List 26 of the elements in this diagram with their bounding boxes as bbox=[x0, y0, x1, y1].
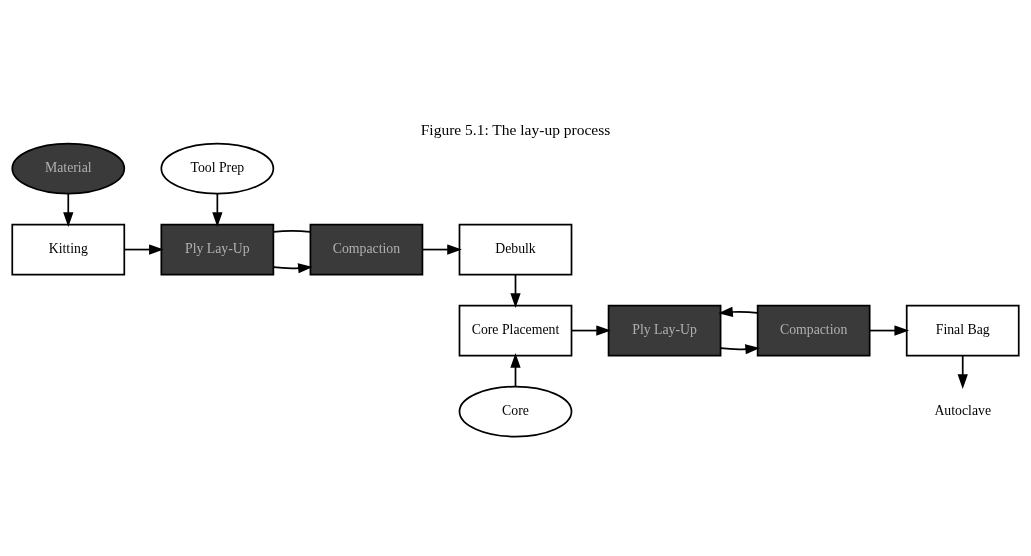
arrow bbox=[510, 273, 521, 308]
node-box: Compaction bbox=[309, 223, 424, 276]
node-box: Debulk bbox=[458, 223, 573, 276]
node-box: Core Placement bbox=[458, 304, 573, 357]
arrow bbox=[212, 192, 223, 227]
connector bbox=[272, 229, 312, 233]
arrow bbox=[570, 325, 611, 336]
arrow bbox=[123, 244, 164, 255]
node-ellipse: Material bbox=[11, 142, 126, 195]
diagram-title: Figure 5.1: The lay-up process bbox=[420, 121, 611, 139]
node-text: Autoclave bbox=[934, 402, 992, 418]
node-box: Kitting bbox=[11, 223, 126, 276]
node-ellipse: Tool Prep bbox=[160, 142, 275, 195]
arrow bbox=[63, 192, 74, 227]
node-box: Compaction bbox=[756, 304, 871, 357]
node-box: Final Bag bbox=[905, 304, 1020, 357]
node-box: Ply Lay-Up bbox=[607, 304, 722, 357]
arrow bbox=[510, 353, 521, 388]
arrow bbox=[869, 325, 910, 336]
arrow bbox=[718, 306, 759, 318]
arrow bbox=[272, 263, 313, 274]
arrow bbox=[421, 244, 462, 255]
arrow bbox=[957, 354, 968, 389]
node-ellipse: Core bbox=[458, 385, 573, 438]
node-box: Ply Lay-Up bbox=[160, 223, 275, 276]
arrow bbox=[719, 344, 760, 355]
